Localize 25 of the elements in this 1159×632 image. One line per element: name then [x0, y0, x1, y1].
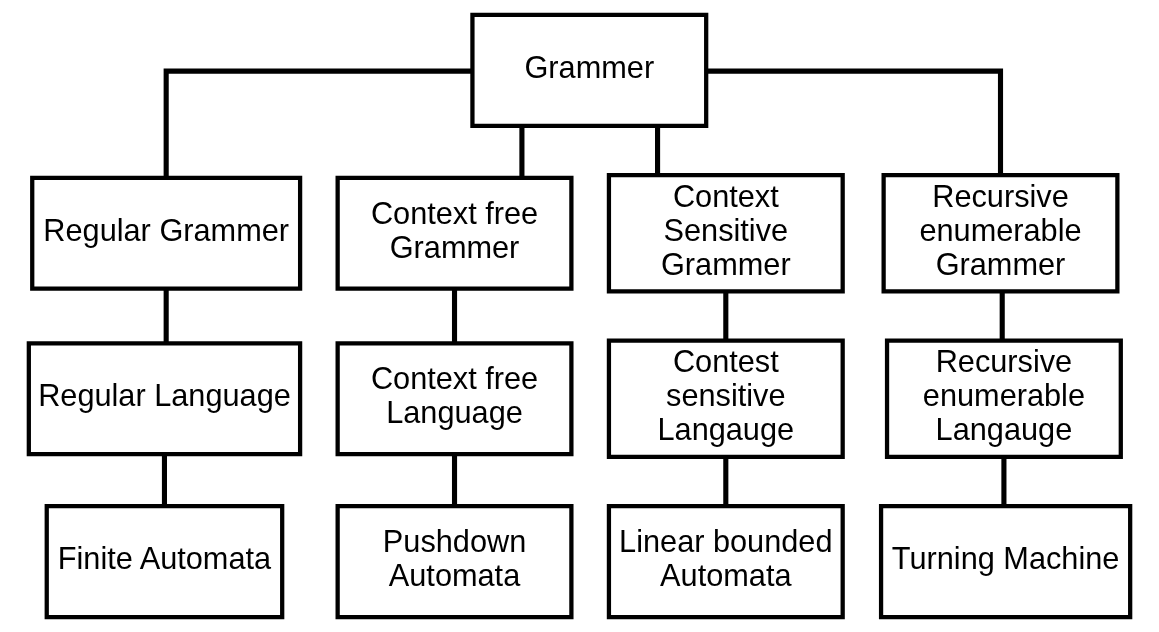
node-box: Context Sensitive Grammer	[606, 173, 845, 294]
connector	[655, 125, 661, 176]
connector	[451, 454, 458, 506]
connector	[723, 291, 729, 341]
node-box: Regular Language	[26, 341, 303, 457]
node-box: Regular Grammer	[30, 175, 303, 291]
node-box: Turning Machine	[878, 504, 1133, 620]
node-box: Linear bounded Automata	[606, 504, 845, 620]
connector	[163, 288, 169, 344]
connector	[161, 454, 168, 506]
node-box: Context free Language	[335, 341, 574, 457]
connector	[163, 68, 472, 178]
connector	[519, 125, 525, 178]
node-box: Finite Automata	[44, 504, 285, 620]
connector	[999, 291, 1005, 341]
node-box: Grammer	[470, 12, 709, 128]
node-box: Pushdown Automata	[335, 504, 574, 620]
node-box: Recursive enumerable Langauge	[884, 338, 1123, 459]
connector	[706, 68, 1004, 176]
node-box: Recursive enumerable Grammer	[881, 173, 1120, 294]
node-box: Contest sensitive Langauge	[606, 338, 845, 459]
connector	[723, 457, 729, 506]
connector	[1001, 457, 1007, 506]
node-box: Context free Grammer	[335, 175, 574, 291]
connector	[451, 288, 458, 344]
